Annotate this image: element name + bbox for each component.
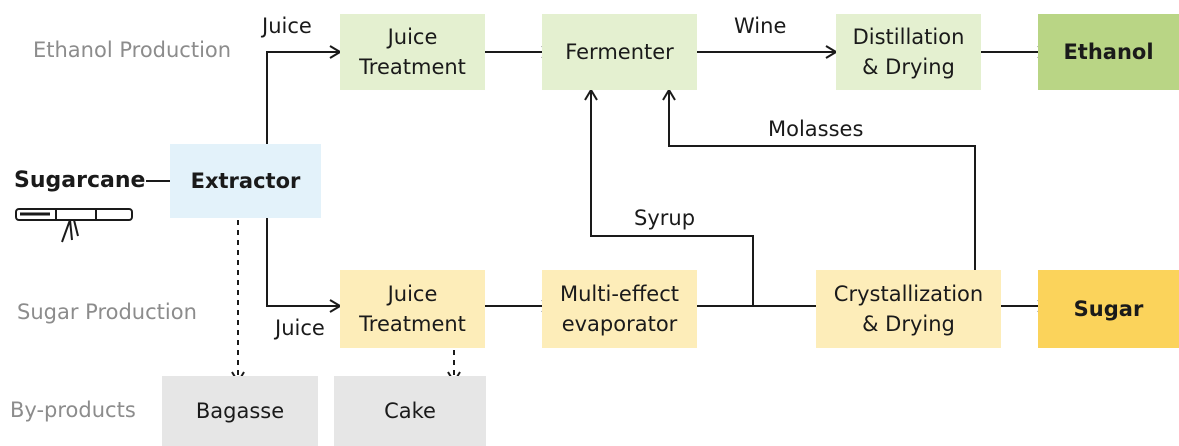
bagasse-label: Bagasse <box>195 399 285 423</box>
edge-label-syrup: Syrup <box>634 206 696 230</box>
juice-treatment-top-box: Juice Treatment <box>340 14 485 90</box>
juice-treatment-bottom-box: Juice Treatment <box>340 270 485 348</box>
sugar-box: Sugar <box>1038 270 1179 348</box>
edge-syrup <box>591 90 754 306</box>
sugar-label: Sugar <box>1073 297 1144 321</box>
ethanol-box: Ethanol <box>1038 14 1179 90</box>
edge-extractor-juice-top <box>266 52 340 144</box>
edge-label-juice-bottom: Juice <box>275 316 325 340</box>
fermenter-label: Fermenter <box>565 40 674 64</box>
sugarcane-label: Sugarcane <box>14 168 146 193</box>
bagasse-box: Bagasse <box>162 376 318 446</box>
crystallization-line2: & Drying <box>862 312 955 336</box>
edge-label-wine: Wine <box>734 14 787 38</box>
edge-label-juice-top: Juice <box>262 14 312 38</box>
distillation-line2: & Drying <box>862 55 955 79</box>
juice-treatment-bottom-line2: Treatment <box>359 312 466 336</box>
edge-label-molasses: Molasses <box>768 117 864 141</box>
juice-treatment-top-line1: Juice <box>387 25 438 49</box>
row-label-ethanol: Ethanol Production <box>33 38 232 62</box>
crystallization-box: Crystallization & Drying <box>816 270 1001 348</box>
cake-label: Cake <box>384 399 436 423</box>
extractor-label: Extractor <box>190 169 301 193</box>
juice-treatment-top-line2: Treatment <box>359 55 466 79</box>
extractor-box: Extractor <box>170 144 321 218</box>
edge-molasses <box>669 90 976 270</box>
sugarcane-icon <box>15 208 133 243</box>
distillation-box: Distillation & Drying <box>836 14 981 90</box>
evaporator-box: Multi-effect evaporator <box>542 270 697 348</box>
edge-extractor-juice-bottom <box>266 218 340 306</box>
fermenter-box: Fermenter <box>542 14 697 90</box>
ethanol-label: Ethanol <box>1063 40 1154 64</box>
distillation-line1: Distillation <box>852 25 965 49</box>
juice-treatment-bottom-line1: Juice <box>387 282 438 306</box>
evaporator-line1: Multi-effect <box>560 282 679 306</box>
row-label-sugar: Sugar Production <box>17 300 197 324</box>
cake-box: Cake <box>334 376 486 446</box>
row-label-byproducts: By-products <box>10 398 136 422</box>
crystallization-line1: Crystallization <box>833 282 984 306</box>
evaporator-line2: evaporator <box>561 312 678 336</box>
